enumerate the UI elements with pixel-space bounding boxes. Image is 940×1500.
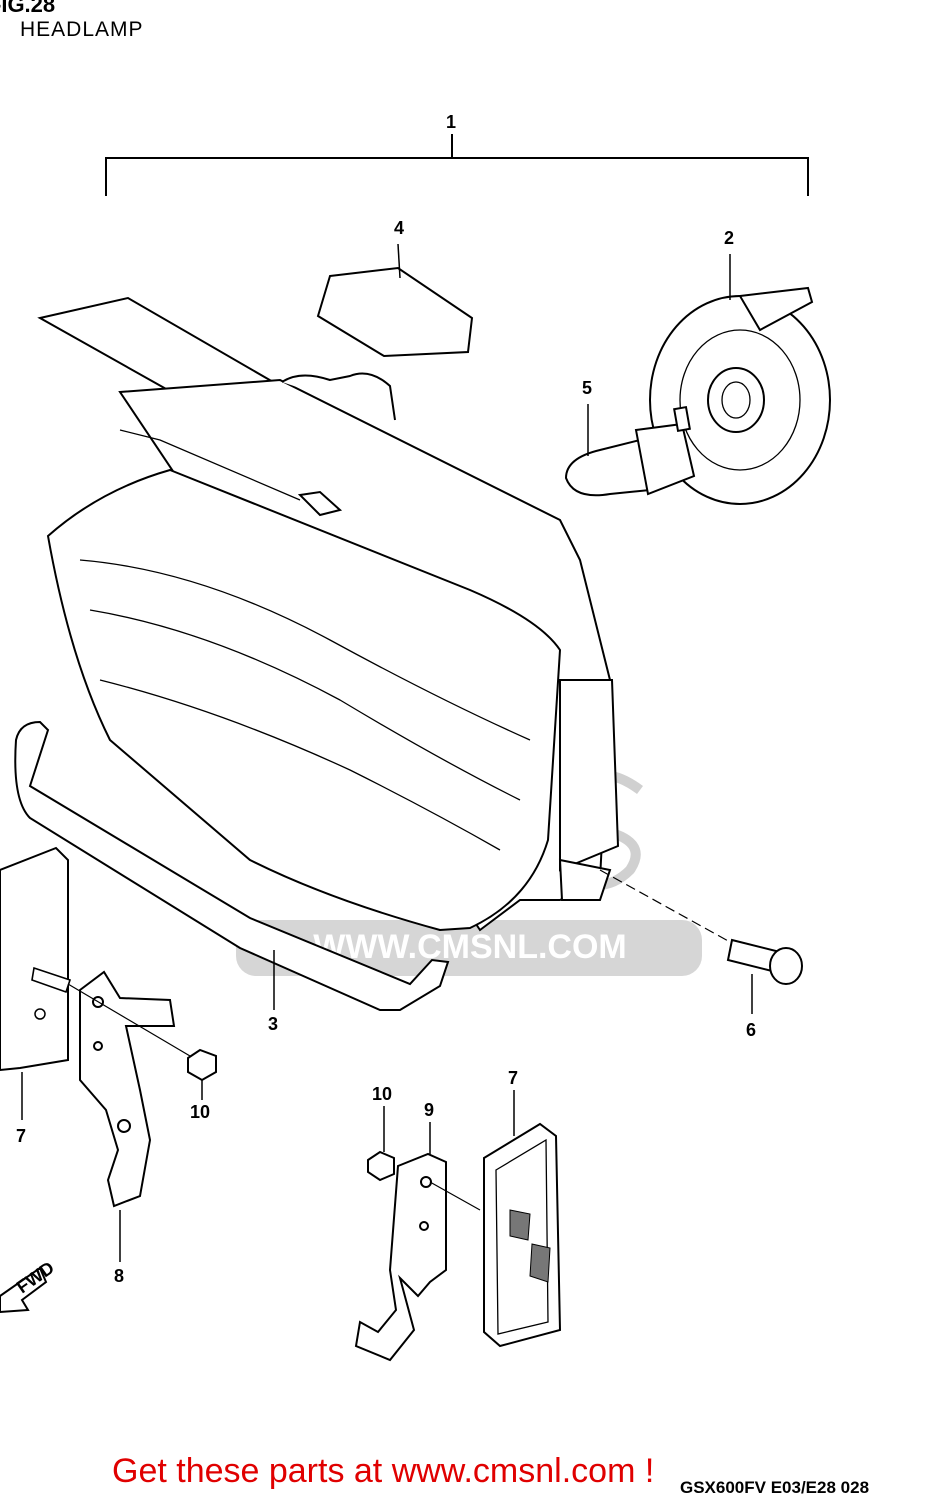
right-nut [367, 1150, 395, 1182]
leader-4 [397, 243, 401, 279]
left-nut [187, 1048, 217, 1082]
headlamp-lens [46, 429, 562, 932]
callout-7-left: 7 [16, 1126, 26, 1146]
right-bracket-axis [429, 1181, 481, 1211]
callout-1: 1 [446, 112, 456, 132]
diagram-code: GSX600FV E03/E28 028 [680, 1478, 870, 1497]
headlamp-bulb [564, 405, 696, 497]
fwd-arrow: FWD [0, 1257, 58, 1314]
callout-3: 3 [268, 1014, 278, 1034]
right-reflector [483, 1122, 562, 1348]
left-screw [31, 966, 72, 994]
left-reflector [0, 846, 69, 1072]
diagram-title: HEADLAMP [20, 18, 144, 41]
callout-5: 5 [582, 378, 592, 398]
callout-7-right: 7 [508, 1068, 518, 1088]
get-parts-link[interactable]: Get these parts at www.cmsnl.com ! [112, 1452, 655, 1490]
lower-trim-stay [14, 720, 450, 1011]
callout-4: 4 [394, 218, 404, 238]
callout-8: 8 [114, 1266, 124, 1286]
callout-2: 2 [724, 228, 734, 248]
fwd-arrow-label: FWD [13, 1257, 58, 1297]
left-bracket-axis [67, 983, 191, 1057]
mounting-bolt [726, 938, 803, 985]
left-bracket [79, 970, 176, 1208]
watermark-url: WWW.CMSNL.COM [313, 928, 627, 966]
bolt-axis [599, 869, 731, 943]
figure-number: -IG.28 [0, 0, 56, 17]
assembly-bracket [105, 134, 809, 196]
callout-10-left: 10 [190, 1102, 210, 1122]
callout-10-right: 10 [372, 1084, 392, 1104]
gasket-pad [316, 266, 474, 358]
callout-6: 6 [746, 1020, 756, 1040]
callout-9: 9 [424, 1100, 434, 1120]
right-bracket [354, 1152, 447, 1362]
socket-cover [649, 286, 831, 505]
